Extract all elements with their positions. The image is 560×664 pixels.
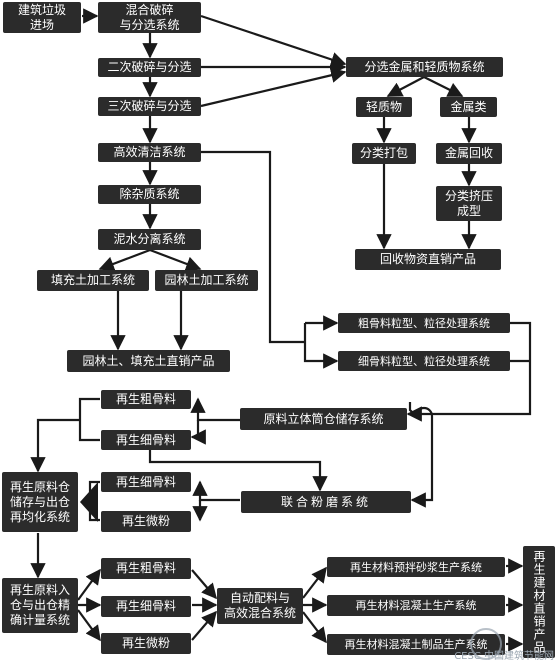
node-building-material-products: 再生建材直销产品 [523,546,555,658]
node-combined-grinding: 联合粉磨系统 [241,491,411,513]
node-tertiary-crushing: 三次破碎与分选 [98,97,201,116]
node-recycled-coarse-2: 再生粗骨料 [101,558,191,579]
arrow [148,450,328,492]
arrow [190,397,240,422]
node-recycled-powder-1: 再生微粉 [101,511,191,532]
arrow [98,248,151,272]
node-recycled-coarse-1: 再生粗骨料 [101,390,191,409]
arrow [408,402,417,417]
arrow [386,76,425,97]
node-cleaning-system: 高效清洁系统 [98,143,201,162]
node-recycled-products: 回收物资直销产品 [355,249,501,270]
node-recycled-powder-2: 再生微粉 [101,633,191,654]
arrow [78,397,100,442]
arrow [406,321,532,422]
node-recycled-fine-3: 再生细骨料 [101,596,191,617]
node-metal-light-sorting: 分选金属和轻质物系统 [346,57,503,77]
node-metering-system: 再生原料入 仓与出仓精 确计量系统 [2,578,78,633]
arrow [149,248,202,272]
arrow [192,480,240,502]
arrow [77,609,101,642]
node-secondary-crushing: 二次破碎与分选 [98,58,201,77]
line-hop [414,406,434,417]
arrow [201,150,305,344]
node-auto-batching-mixing: 自动配料与 高效混合系统 [217,588,303,624]
arrowhead-large [80,482,98,522]
node-silo-storage: 原料立体筒仓储存系统 [240,408,407,430]
arrow [30,418,80,473]
node-extrusion-forming: 分类挤压 成型 [436,186,502,221]
node-raw-storage-homogenize: 再生原料仓 储存与出仓 再均化系统 [2,472,78,532]
node-soil-products: 园林土、填充土直销产品 [67,350,230,372]
node-metal-recycling: 金属回收 [436,143,502,164]
node-metals: 金属类 [440,97,497,117]
node-recycled-fine-2: 再生细骨料 [101,472,191,492]
node-mortar-production: 再生材料预拌砂浆生产系统 [327,557,505,577]
arrow [423,76,464,97]
arrow [303,323,339,369]
arrow [77,568,101,601]
watermark-logo [470,628,502,660]
node-light-materials: 轻质物 [356,97,412,117]
arrow [191,569,218,600]
node-mud-water-separation: 泥水分离系统 [98,229,201,250]
node-fine-aggregate-processing: 细骨料粒型、粒径处理系统 [338,351,510,371]
arrow [200,67,347,108]
node-mixed-crushing: 混合破碎 与分选系统 [98,2,201,33]
node-sort-packing: 分类打包 [352,143,416,164]
arrow [302,611,327,644]
arrow [200,14,347,67]
node-fill-soil-processing: 填充土加工系统 [37,270,149,291]
node-construction-waste-intake: 建筑垃圾 进场 [3,2,81,33]
arrow [302,566,327,599]
node-coarse-aggregate-processing: 粗骨料粒型、粒径处理系统 [338,313,510,333]
arrow [410,416,434,508]
node-garden-soil-processing: 园林土加工系统 [155,270,258,291]
node-impurity-removal: 除杂质系统 [98,185,201,204]
node-concrete-products-production: 再生材料混凝土制品生产系统 [327,634,505,655]
watermark-text: CESC 中国建筑节能网 [454,651,554,662]
node-recycled-fine-1: 再生细骨料 [101,430,191,450]
arrow [191,610,218,641]
node-concrete-production: 再生材料混凝土生产系统 [327,595,505,616]
